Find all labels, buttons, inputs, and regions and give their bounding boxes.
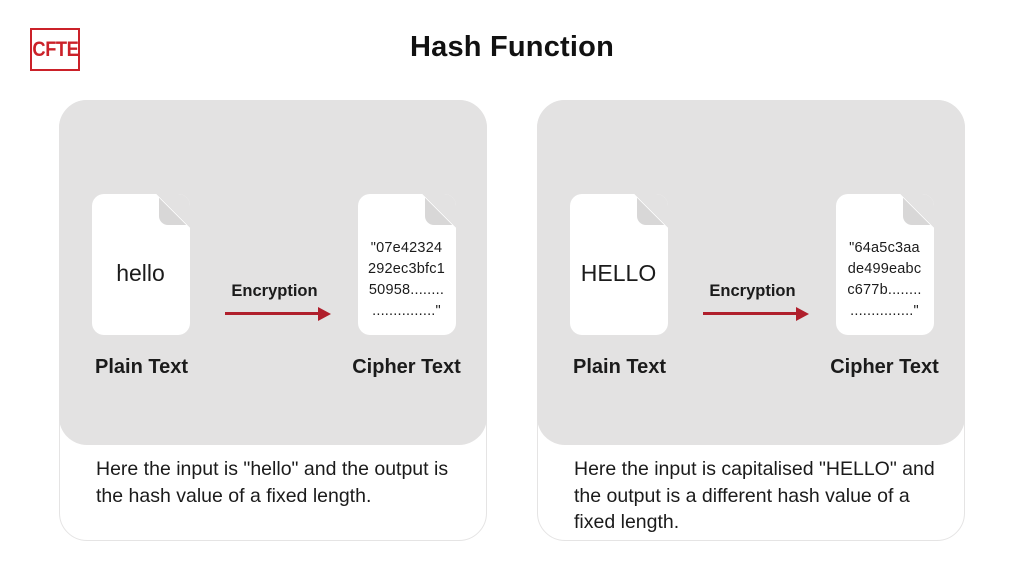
folded-corner-icon [633, 193, 668, 228]
plain-text-document-icon: HELLO [569, 193, 668, 335]
plain-text-label: Plain Text [95, 355, 188, 378]
caption-text: Here the input is "hello" and the output… [96, 458, 449, 507]
page-title: Hash Function [410, 31, 614, 63]
plain-text-value: hello [116, 260, 165, 286]
plain-text-value: HELLO [580, 260, 657, 286]
cipher-text-document-icon: "07e42324 292ec3bfc1 50958........ .....… [357, 193, 456, 335]
hash-example-card-hello: hello Encryption "07e42324 292ec3bfc1 50… [58, 99, 487, 541]
plain-text-document-icon: hello [91, 193, 190, 335]
cipher-text-value: "07e42324 292ec3bfc1 50958........ .....… [368, 239, 445, 319]
plain-text-label: Plain Text [573, 355, 666, 378]
folded-corner-icon [155, 193, 190, 228]
encryption-arrow-icon [702, 306, 809, 321]
diagram-area: HELLO Encryption "64a5c3aa de499eabc c67… [536, 99, 965, 445]
cipher-text-label: Cipher Text [830, 355, 939, 378]
cfte-logo: CFTE [30, 28, 80, 71]
encryption-arrow-icon [224, 306, 331, 321]
encryption-label: Encryption [709, 281, 796, 300]
caption-text: Here the input is capitalised "HELLO" an… [574, 458, 935, 533]
cipher-text-value: "64a5c3aa de499eabc c677b........ ......… [847, 239, 922, 319]
diagram-area: hello Encryption "07e42324 292ec3bfc1 50… [58, 99, 487, 445]
cipher-text-document-icon: "64a5c3aa de499eabc c677b........ ......… [835, 193, 934, 335]
hash-example-card-capitalised: HELLO Encryption "64a5c3aa de499eabc c67… [536, 99, 965, 541]
cipher-text-label: Cipher Text [352, 355, 461, 378]
folded-corner-icon [421, 193, 456, 228]
encryption-label: Encryption [231, 281, 318, 300]
cfte-logo-text: CFTE [32, 37, 78, 61]
folded-corner-icon [899, 193, 934, 228]
